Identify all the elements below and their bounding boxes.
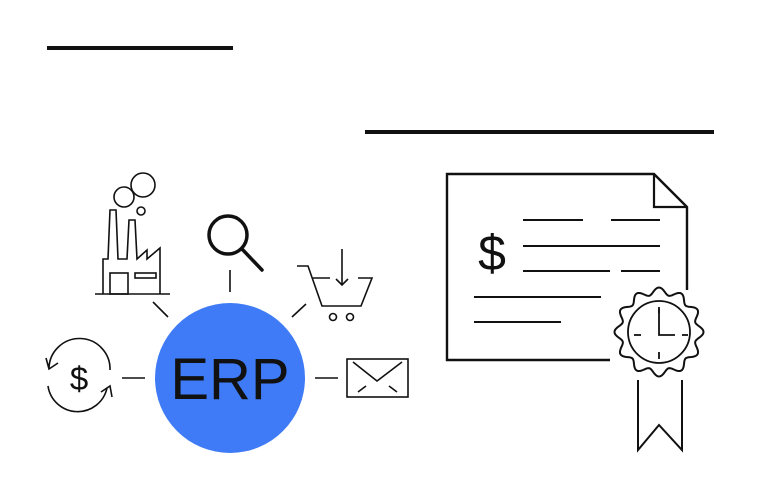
mail-icon	[346, 358, 409, 398]
certificate-dollar: $	[478, 225, 506, 281]
dollar-sign: $	[70, 360, 88, 397]
cart-icon	[297, 249, 374, 322]
search-icon	[207, 214, 264, 272]
erp-hub	[155, 303, 305, 453]
money-cycle-icon: $	[45, 337, 113, 413]
clock-icon	[634, 307, 688, 359]
erp-label: ERP	[170, 347, 289, 412]
cart-connector	[291, 303, 307, 318]
certificate-icon: $	[445, 172, 705, 453]
factory-icon	[95, 172, 170, 295]
factory-connector	[152, 301, 169, 318]
